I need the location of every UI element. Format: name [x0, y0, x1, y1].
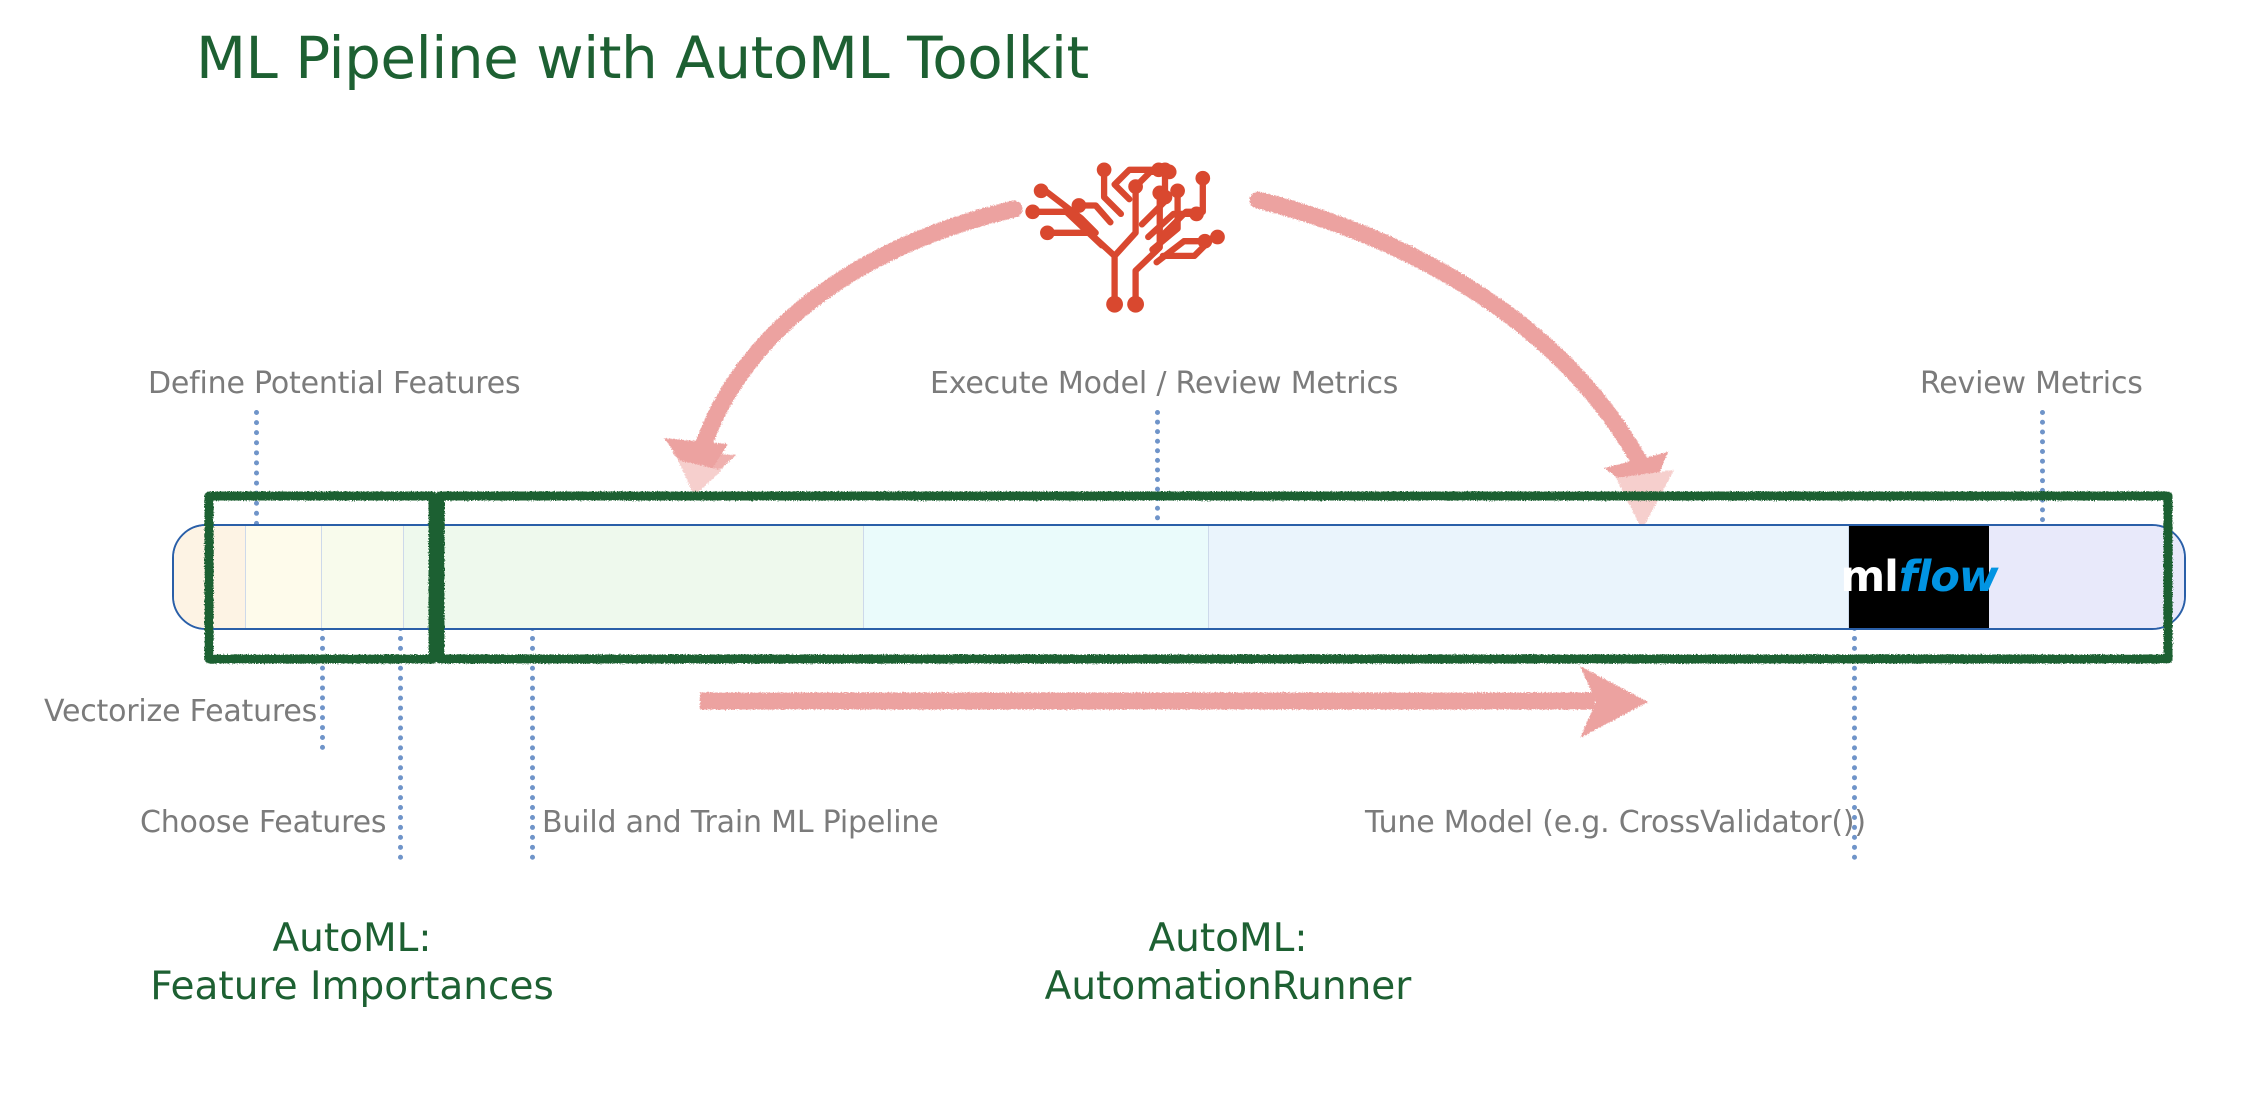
callout-review-metrics: Review Metrics — [1920, 366, 2143, 401]
callout-vectorize-features: Vectorize Features — [44, 694, 318, 729]
leader-review-metrics — [2040, 410, 2045, 532]
segment-build-train[interactable] — [404, 526, 864, 628]
segment-vectorize[interactable] — [246, 526, 322, 628]
arrow-feedback-left — [664, 200, 1023, 496]
caption-line-1: AutoML: — [1148, 916, 1308, 961]
segment-define-features[interactable] — [174, 526, 246, 628]
leader-define-potential-features — [254, 410, 259, 526]
callout-tune-model: Tune Model (e.g. CrossValidator()) — [1365, 805, 1866, 840]
callout-execute-model-review-metrics: Execute Model / Review Metrics — [930, 366, 1399, 401]
callout-build-and-train-ml-pipeline: Build and Train ML Pipeline — [542, 805, 939, 840]
leader-tune-model — [1852, 626, 1857, 860]
leader-choose-features — [398, 626, 403, 860]
caption-line-2: Feature Importances — [150, 963, 554, 1009]
segment-choose-features[interactable] — [322, 526, 404, 628]
caption-automl-feature-importances: AutoML: Feature Importances — [52, 915, 652, 1010]
callout-define-potential-features: Define Potential Features — [148, 366, 521, 401]
mlflow-logo-flow: flow — [1898, 551, 1999, 602]
leader-build-and-train — [530, 626, 535, 860]
caption-line-1: AutoML: — [272, 916, 432, 961]
mlflow-logo-ml: ml — [1840, 551, 1899, 602]
arrow-progress-bottom — [700, 666, 1648, 738]
segment-execute[interactable] — [864, 526, 1209, 628]
page-title: ML Pipeline with AutoML Toolkit — [196, 24, 1089, 92]
caption-line-2: AutomationRunner — [1044, 963, 1412, 1009]
callout-choose-features: Choose Features — [140, 805, 387, 840]
circuit-tree-icon — [1025, 162, 1225, 313]
leader-execute-model — [1155, 410, 1160, 530]
caption-automl-automation-runner: AutoML: AutomationRunner — [928, 915, 1528, 1010]
leader-vectorize-features — [320, 626, 325, 750]
arrow-feedback-right — [1249, 191, 1674, 530]
segment-tune[interactable] — [1209, 526, 1849, 628]
